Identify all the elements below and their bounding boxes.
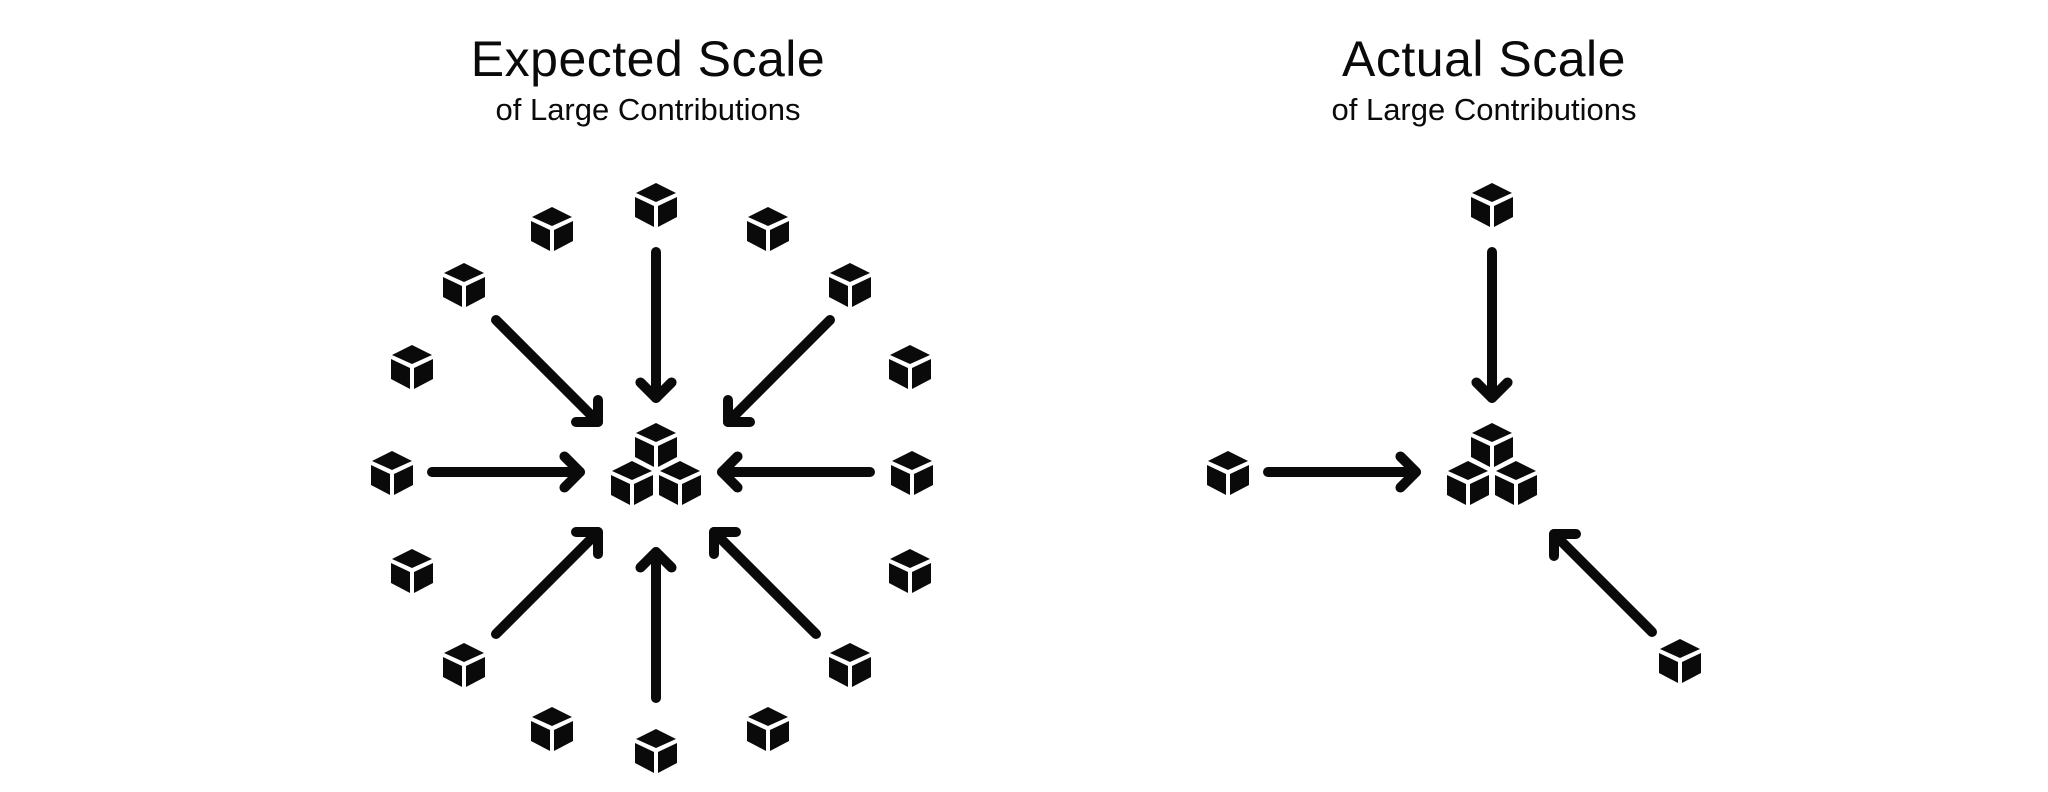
expected-scale-subheading: of Large Contributions — [495, 92, 801, 127]
arrow-icon — [427, 451, 585, 493]
cube-icon — [829, 643, 871, 687]
cube-stack-icon — [1447, 423, 1537, 505]
cube-icon — [1471, 183, 1513, 227]
arrow-icon — [635, 247, 677, 403]
arrow-icon — [1263, 451, 1421, 493]
cube-icon — [889, 345, 931, 389]
cube-icon — [891, 451, 933, 495]
arrow-icon — [717, 451, 875, 493]
cube-icon — [443, 263, 485, 307]
cube-stack-icon — [611, 423, 701, 505]
cube-icon — [889, 549, 931, 593]
cube-icon — [611, 461, 653, 505]
cube-icon — [443, 643, 485, 687]
cube-icon — [371, 451, 413, 495]
actual-scale-subheading: of Large Contributions — [1331, 92, 1637, 127]
arrow-icon — [709, 527, 821, 639]
cube-icon — [1447, 461, 1489, 505]
contribution-arrows — [1263, 247, 1657, 637]
arrow-icon — [491, 527, 603, 639]
cube-icon — [747, 707, 789, 751]
cube-icon — [1471, 423, 1513, 467]
cube-icon — [391, 549, 433, 593]
arrow-icon — [1549, 529, 1657, 637]
cube-icon — [747, 207, 789, 251]
cube-icon — [391, 345, 433, 389]
cube-icon — [531, 207, 573, 251]
cube-icon — [635, 729, 677, 773]
arrow-icon — [723, 315, 835, 427]
actual-scale-panel — [1207, 183, 1701, 683]
cube-icon — [531, 707, 573, 751]
contribution-arrows — [427, 247, 875, 703]
expected-scale-panel — [371, 183, 933, 773]
cube-icon — [635, 183, 677, 227]
arrow-icon — [1471, 247, 1513, 403]
arrow-icon — [635, 547, 677, 703]
cube-icon — [829, 263, 871, 307]
cube-icon — [659, 461, 701, 505]
arrow-icon — [491, 315, 603, 427]
cube-icon — [1659, 639, 1701, 683]
expected-scale-heading: Expected Scale — [470, 31, 826, 87]
actual-scale-title: Actual Scale of Large Contributions — [1164, 30, 1804, 130]
cube-icon — [1495, 461, 1537, 505]
expected-scale-title: Expected Scale of Large Contributions — [328, 30, 968, 130]
cube-icon — [1207, 451, 1249, 495]
actual-scale-heading: Actual Scale — [1342, 31, 1626, 87]
cube-icon — [635, 423, 677, 467]
